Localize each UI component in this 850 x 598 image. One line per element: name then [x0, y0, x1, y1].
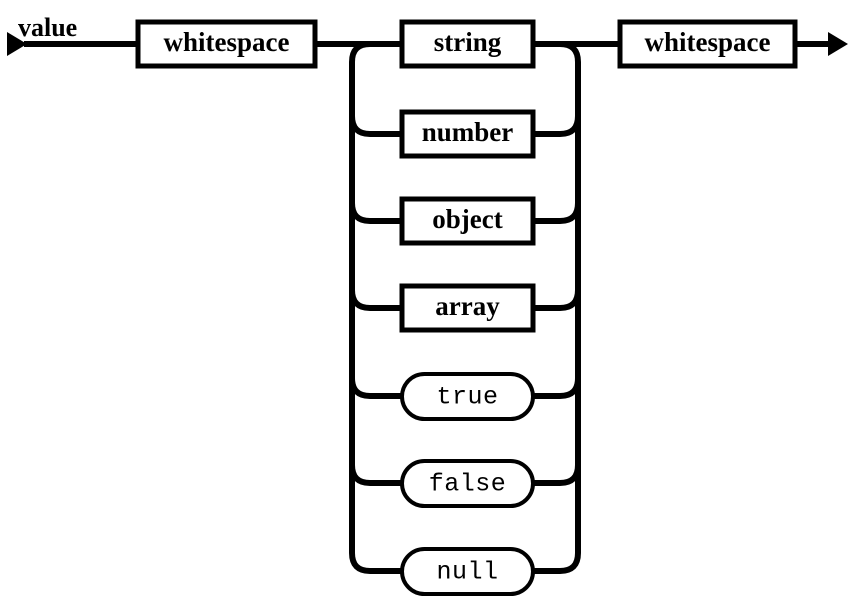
null-stadium [400, 547, 535, 596]
node-array: array [399, 283, 536, 333]
node-null: null [400, 547, 535, 596]
object-label: object [432, 204, 502, 234]
node-false: false [400, 459, 535, 508]
node-object: object [399, 196, 536, 246]
start-arrow-icon [7, 32, 27, 56]
true-label: true [436, 383, 498, 412]
left-rail-trunk [349, 41, 371, 574]
number-label: number [422, 117, 514, 147]
object-box [399, 196, 536, 246]
node-true: true [400, 372, 535, 421]
node-number: number [399, 109, 536, 159]
left-branch-true [349, 377, 402, 399]
whitespace-leading-label: whitespace [164, 27, 290, 57]
whitespace-trailing-label: whitespace [645, 27, 771, 57]
left-branch-false [349, 464, 402, 486]
left-branch-object [349, 202, 402, 224]
right-merge-array [533, 289, 581, 311]
false-label: false [429, 470, 507, 499]
right-merge-false [533, 464, 581, 486]
left-branch-number [349, 115, 402, 137]
node-whitespace-trailing: whitespace [617, 19, 798, 69]
end-arrow-icon [828, 32, 848, 56]
diagram-title: value [18, 13, 77, 42]
true-stadium [400, 372, 535, 421]
string-box [399, 19, 536, 69]
node-string: string [399, 19, 536, 69]
array-label: array [435, 291, 500, 321]
number-box [399, 109, 536, 159]
false-stadium [400, 459, 535, 508]
left-branch-array [349, 289, 402, 311]
right-merge-object [533, 202, 581, 224]
null-label: null [436, 558, 498, 587]
string-label: string [434, 27, 502, 57]
right-merge-number [533, 115, 581, 137]
left-branch-rail-group [349, 41, 402, 574]
right-merge-true [533, 377, 581, 399]
node-whitespace-leading: whitespace [135, 19, 318, 69]
array-box [399, 283, 536, 333]
right-merge-rail-group [533, 41, 581, 574]
